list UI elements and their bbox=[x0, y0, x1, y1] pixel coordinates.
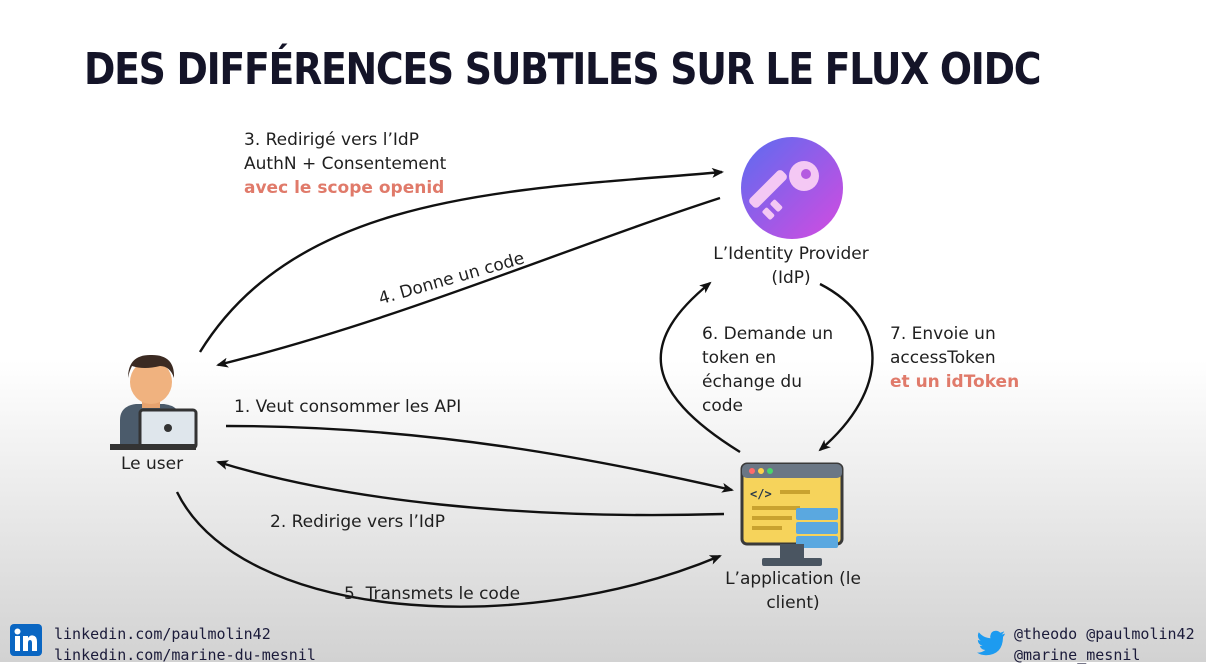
linkedin-links: linkedin.com/paulmolin42 linkedin.com/ma… bbox=[54, 624, 316, 666]
linkedin-icon bbox=[10, 624, 42, 660]
step6-line1: 6. Demande un bbox=[702, 324, 834, 344]
step5-label: 5. Transmets le code bbox=[344, 584, 521, 604]
step6-line3: échange du bbox=[702, 372, 802, 392]
slide-title: DES DIFFÉRENCES SUBTILES SUR LE FLUX OID… bbox=[84, 44, 1041, 95]
step6-label: 6. Demande un token en échange du code bbox=[702, 322, 833, 418]
arrow-step4 bbox=[216, 196, 721, 368]
background-gradient bbox=[0, 360, 1206, 662]
step7-highlight: et un idToken bbox=[890, 372, 1020, 392]
step1-label: 1. Veut consommer les API bbox=[234, 397, 462, 417]
twitter-handle-2[interactable]: @marine_mesnil bbox=[1014, 646, 1141, 664]
twitter-bird-icon bbox=[976, 630, 1006, 660]
app-label: L’application (le client) bbox=[700, 567, 886, 615]
key-icon bbox=[740, 136, 844, 244]
app-label-line1: L’application (le bbox=[725, 569, 861, 589]
app-label-line2: client) bbox=[766, 593, 820, 613]
linkedin-link-2[interactable]: linkedin.com/marine-du-mesnil bbox=[54, 646, 316, 664]
idp-label-line2: (IdP) bbox=[771, 268, 811, 288]
step3-label: 3. Redirigé vers l’IdP AuthN + Consentem… bbox=[244, 128, 446, 200]
step6-line2: token en bbox=[702, 348, 777, 368]
step3-line2: AuthN + Consentement bbox=[244, 154, 447, 174]
arrow-step7 bbox=[818, 282, 874, 452]
arrow-step3 bbox=[198, 167, 724, 353]
step7-line2: accessToken bbox=[890, 348, 996, 368]
step3-line1: 3. Redirigé vers l’IdP bbox=[244, 130, 419, 150]
step3-highlight: avec le scope openid bbox=[244, 178, 445, 198]
idp-label: L’Identity Provider (IdP) bbox=[694, 242, 888, 290]
arrow-step1 bbox=[225, 424, 734, 493]
svg-text:</>: </> bbox=[750, 487, 772, 501]
step7-label: 7. Envoie un accessToken et un idToken bbox=[890, 322, 1019, 394]
idp-label-line1: L’Identity Provider bbox=[713, 244, 869, 264]
step6-line4: code bbox=[702, 396, 743, 416]
twitter-handle-1[interactable]: @theodo @paulmolin42 bbox=[1014, 625, 1195, 643]
arrow-step6 bbox=[659, 281, 741, 454]
step7-line1: 7. Envoie un bbox=[890, 324, 996, 344]
application-window-icon: </> bbox=[740, 462, 844, 572]
arrow-step5 bbox=[175, 491, 722, 608]
step2-label: 2. Redirige vers l’IdP bbox=[270, 512, 445, 532]
user-laptop-icon bbox=[104, 348, 200, 456]
linkedin-link-1[interactable]: linkedin.com/paulmolin42 bbox=[54, 625, 271, 643]
twitter-handles: @theodo @paulmolin42 @marine_mesnil bbox=[1014, 624, 1195, 666]
user-label: Le user bbox=[120, 454, 184, 474]
arrow-step2 bbox=[216, 460, 725, 517]
